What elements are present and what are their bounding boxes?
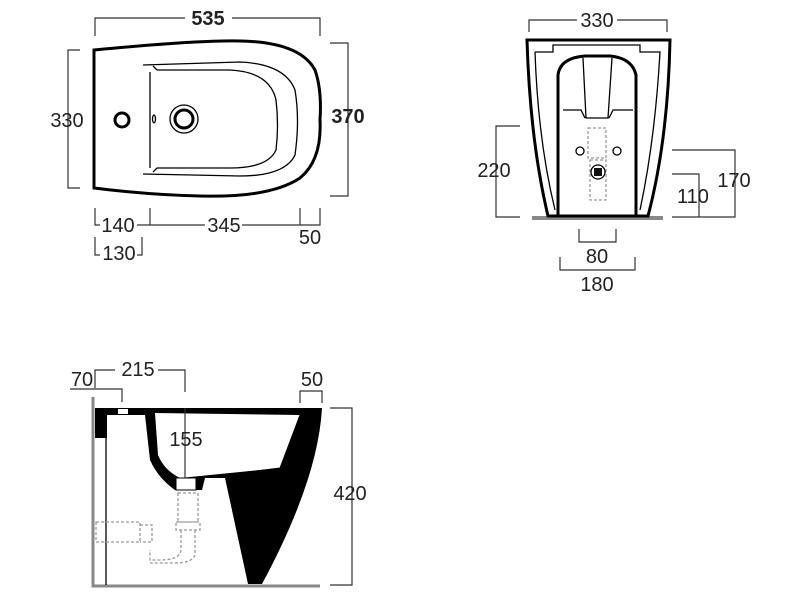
drain-outer: [169, 104, 199, 134]
dim-80: [578, 229, 617, 243]
label-420: 420: [333, 483, 366, 505]
pedestal: [556, 54, 638, 216]
front-view: 330 220 170 110 80 180: [477, 10, 750, 296]
hidden-trap: [587, 127, 607, 159]
bowl-line: [199, 414, 301, 479]
dim-370: [330, 42, 349, 197]
label-170: 170: [717, 170, 750, 192]
top-view: 535 330 370 140 345 50 130: [50, 8, 364, 265]
dim-70: [70, 388, 123, 402]
label-535: 535: [191, 8, 224, 30]
label-110: 110: [677, 186, 709, 208]
label-155: 155: [169, 429, 202, 451]
back-block: [95, 408, 107, 438]
dim-front-330: [528, 19, 668, 32]
trap-cover: [563, 57, 633, 119]
label-180: 180: [580, 274, 613, 296]
label-80: 80: [586, 246, 608, 268]
dim-180: [559, 257, 636, 271]
dim-420: [330, 407, 353, 586]
label-70: 70: [71, 369, 93, 391]
label-215: 215: [121, 359, 154, 381]
dim-50: [299, 390, 323, 403]
dim-110: [672, 173, 700, 217]
label-330: 330: [50, 110, 83, 132]
waste-outlet-square: [594, 168, 602, 176]
front-inner-line: [534, 44, 661, 211]
drain-inner: [173, 108, 195, 130]
side-body: [95, 408, 322, 584]
dim-170: [672, 149, 736, 218]
fixing-right-icon: [612, 146, 622, 156]
dim-330: [67, 49, 80, 189]
label-50-side: 50: [301, 369, 323, 391]
hidden-pipe: [589, 159, 607, 201]
waste-outlet: [590, 164, 606, 180]
dim-220: [495, 125, 520, 218]
hidden-siphon: [95, 492, 201, 564]
label-140: 140: [101, 215, 134, 237]
top-outline: [92, 39, 322, 198]
label-345: 345: [207, 215, 240, 237]
dim-130: [94, 237, 143, 256]
bowl-rim-inner: [152, 65, 279, 173]
dim-535: [94, 17, 321, 36]
wall-floor-line: [91, 397, 320, 588]
dim-bottom: [94, 208, 321, 226]
front-outline: [525, 38, 672, 218]
label-370: 370: [331, 106, 364, 128]
drain-fitting: [175, 477, 197, 491]
label-220: 220: [477, 160, 510, 182]
fixing-left-icon: [575, 146, 585, 156]
label-50: 50: [299, 227, 321, 249]
bowl-rim-outer: [142, 61, 299, 177]
label-front-330: 330: [580, 10, 613, 32]
label-130: 130: [102, 243, 135, 265]
side-view: 70 215 50 155 420: [70, 359, 367, 588]
tap-slot: [118, 409, 128, 414]
overflow: [151, 114, 157, 124]
dim-215: [94, 369, 186, 392]
tap-hole: [113, 111, 131, 129]
